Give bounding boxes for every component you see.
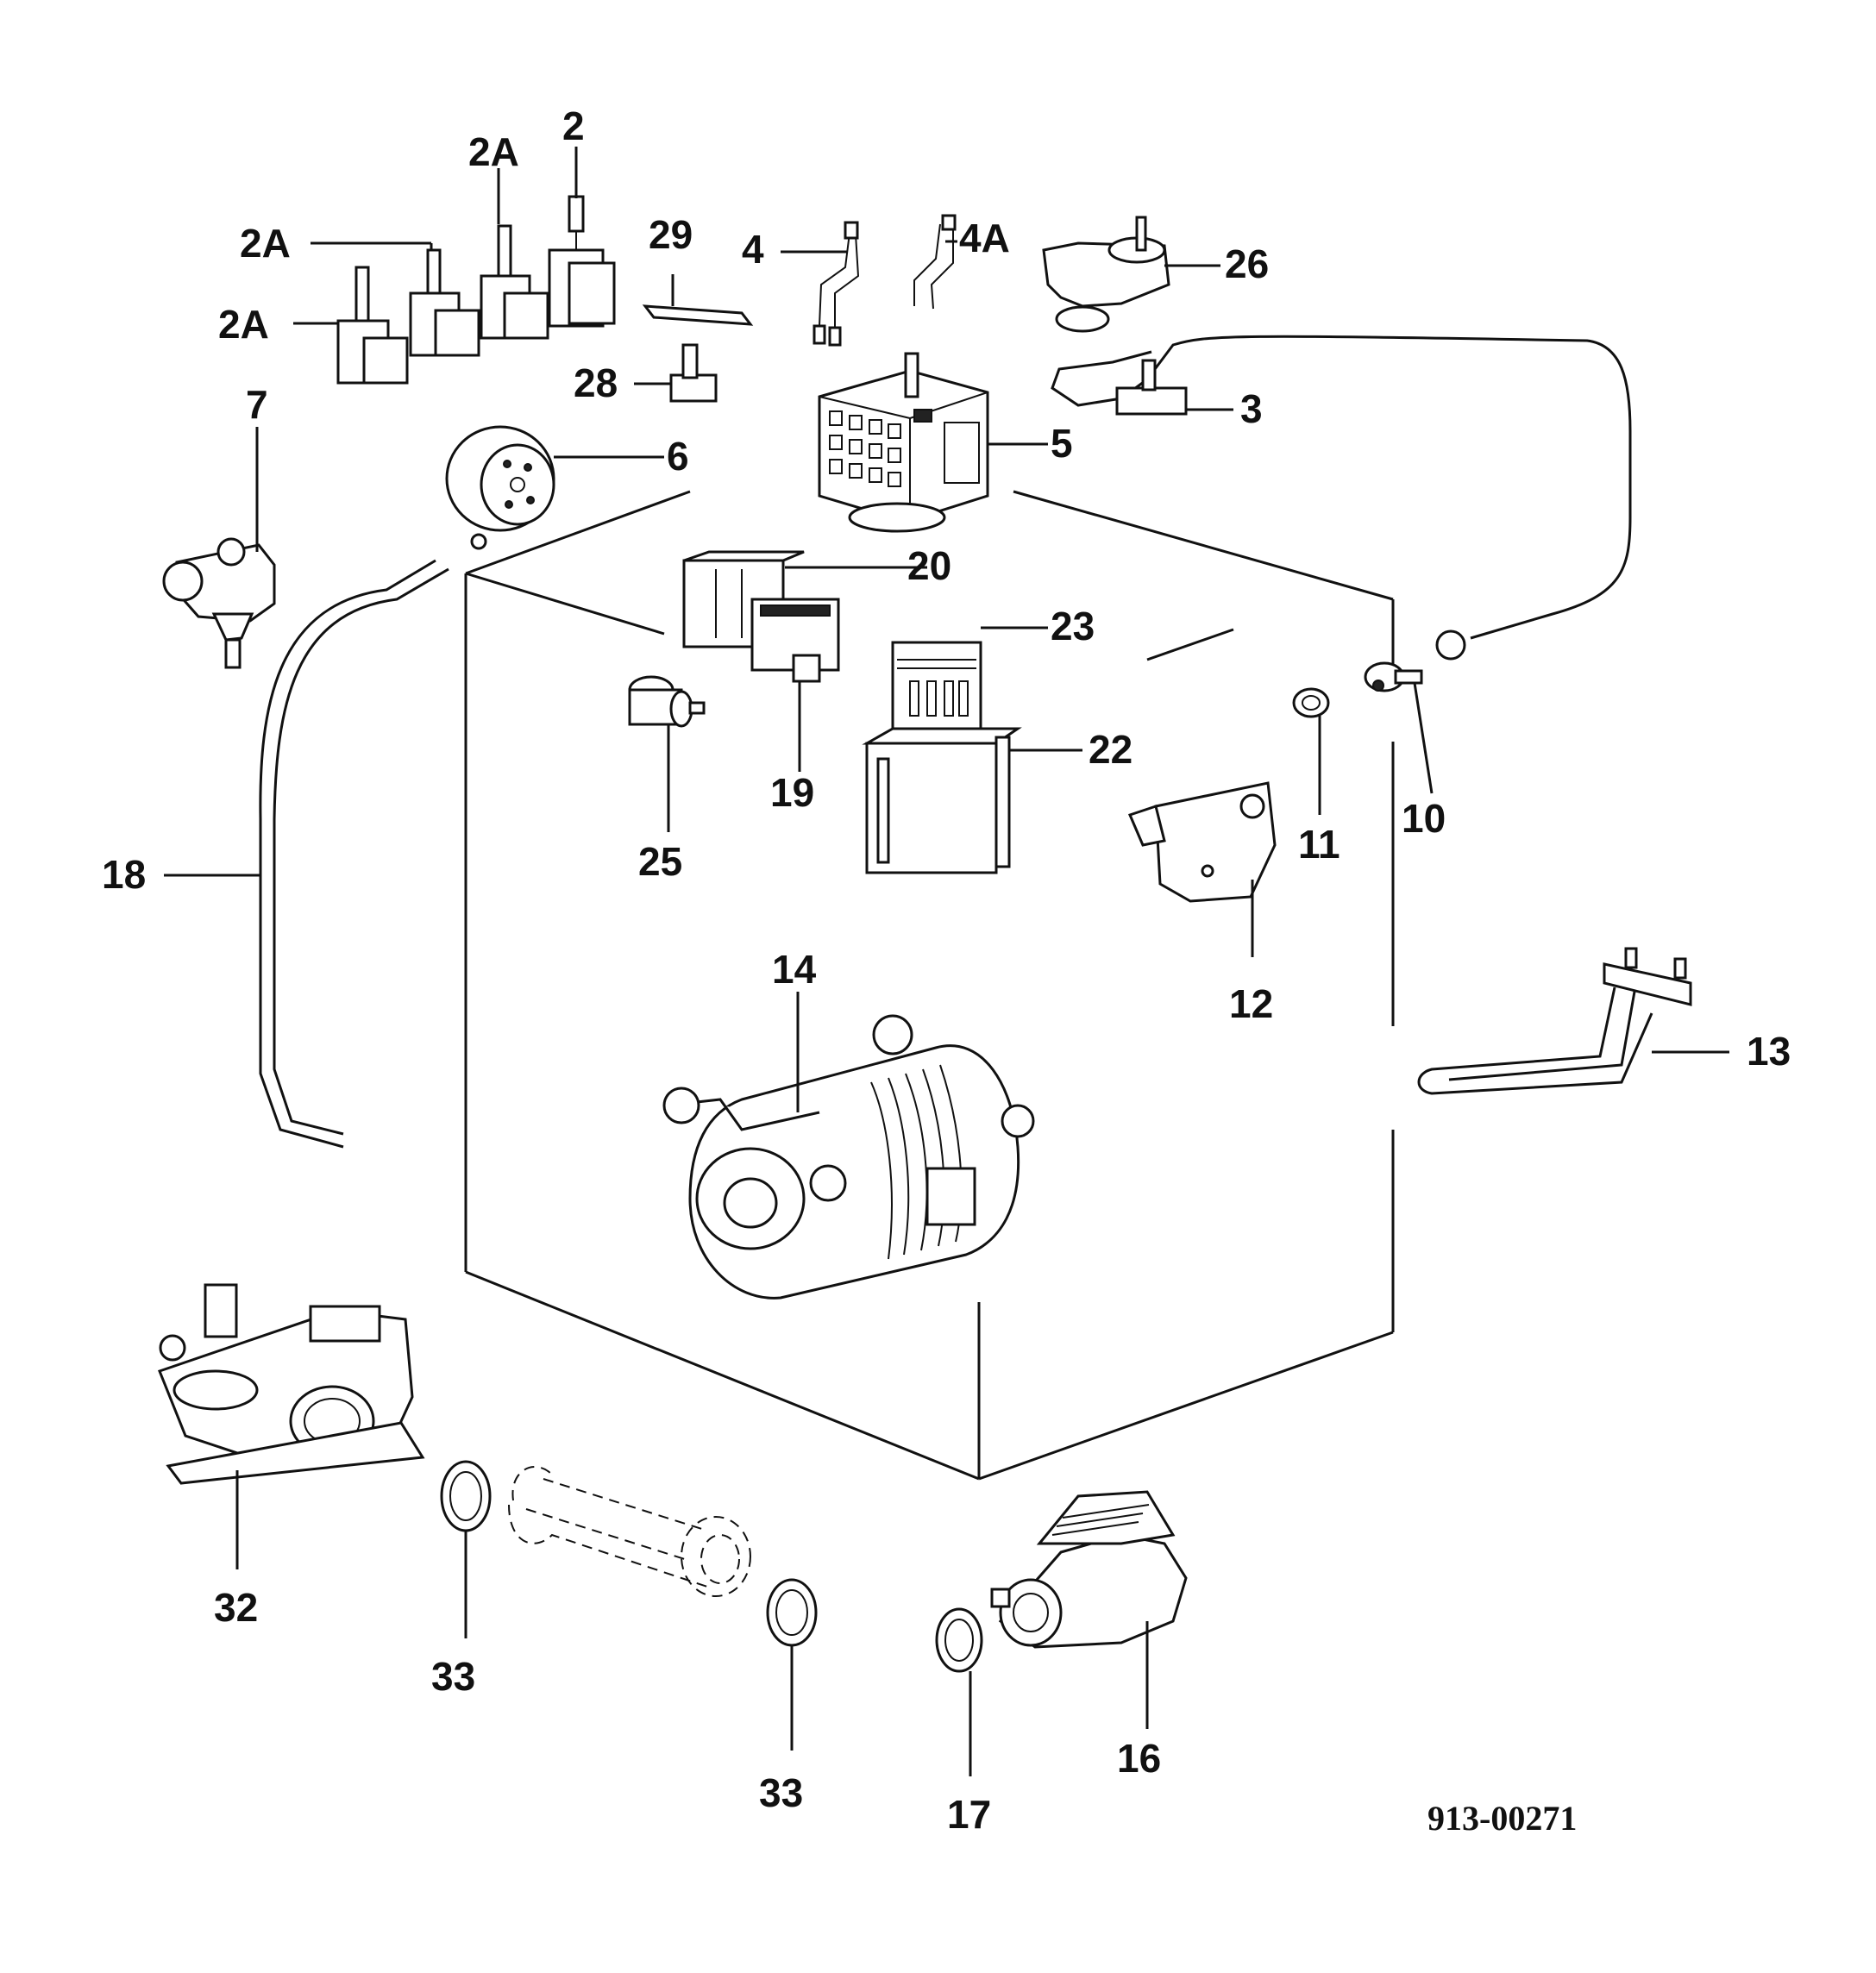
capacitor-25 (628, 675, 706, 728)
relay-19 (750, 598, 840, 683)
callout-7: 7 (246, 382, 268, 427)
selector-switch-2a-bottom (336, 266, 409, 385)
callout-20: 20 (907, 543, 951, 588)
callout-4a: 4A (959, 216, 1010, 260)
motor-14 (662, 1014, 1035, 1300)
callout-17: 17 (947, 1792, 991, 1837)
callout-2a-bottom: 2A (218, 302, 269, 347)
callout-2: 2 (562, 103, 585, 148)
selector-switch-2a-middle (409, 248, 480, 357)
callout-29: 29 (649, 212, 693, 257)
callout-11: 11 (1298, 822, 1340, 867)
callout-2a-middle: 2A (240, 221, 291, 266)
connector-4a (913, 214, 957, 310)
programme-timer-5 (818, 352, 989, 533)
callout-26: 26 (1225, 241, 1269, 286)
callout-12: 12 (1229, 981, 1273, 1026)
solenoid-valve-7 (162, 537, 276, 669)
callout-13: 13 (1747, 1029, 1791, 1074)
seal-33-right (766, 1578, 818, 1647)
callout-33-right: 33 (759, 1770, 803, 1815)
drawing-number: 913-00271 (1427, 1799, 1577, 1838)
seal-17 (935, 1607, 983, 1673)
selector-switch-2a-top (480, 224, 549, 340)
selector-switch-2 (548, 195, 616, 328)
hose-dashed (508, 1466, 751, 1597)
callout-28: 28 (574, 360, 618, 405)
callout-32: 32 (214, 1585, 258, 1630)
pressure-switch-12 (1127, 781, 1277, 903)
callout-6: 6 (667, 434, 689, 479)
callout-3: 3 (1240, 386, 1263, 431)
dispenser-cover-23 (891, 641, 982, 730)
callout-25: 25 (638, 839, 682, 884)
leader-lines (164, 147, 1729, 1776)
heating-element-13 (1417, 947, 1692, 1095)
door-interlock-6 (445, 425, 555, 550)
callout-16: 16 (1117, 1736, 1161, 1781)
callout-18: 18 (102, 852, 146, 897)
callout-4: 4 (742, 227, 764, 272)
pump-housing-32 (158, 1283, 425, 1485)
connector-4 (813, 221, 860, 347)
thermostat-10 (1364, 661, 1423, 692)
drain-pump-16 (990, 1490, 1188, 1649)
thermostat-11 (1292, 687, 1330, 718)
cabinet-outline (464, 490, 1395, 1481)
bracket-29 (642, 304, 754, 326)
seal-33-left (440, 1460, 492, 1532)
thermostat-3 (1051, 335, 1632, 661)
adjuster-28 (669, 343, 718, 403)
callout-5: 5 (1051, 421, 1073, 466)
hose-18 (259, 559, 449, 1149)
callout-22: 22 (1089, 727, 1133, 772)
callout-19: 19 (770, 770, 814, 815)
callout-33-left: 33 (431, 1654, 475, 1699)
timer-motor-26 (1042, 216, 1170, 333)
dispenser-22 (862, 727, 1022, 874)
callout-2a-top: 2A (468, 129, 519, 174)
callout-10: 10 (1402, 796, 1446, 841)
callout-23: 23 (1051, 604, 1095, 648)
callout-14: 14 (772, 947, 817, 992)
